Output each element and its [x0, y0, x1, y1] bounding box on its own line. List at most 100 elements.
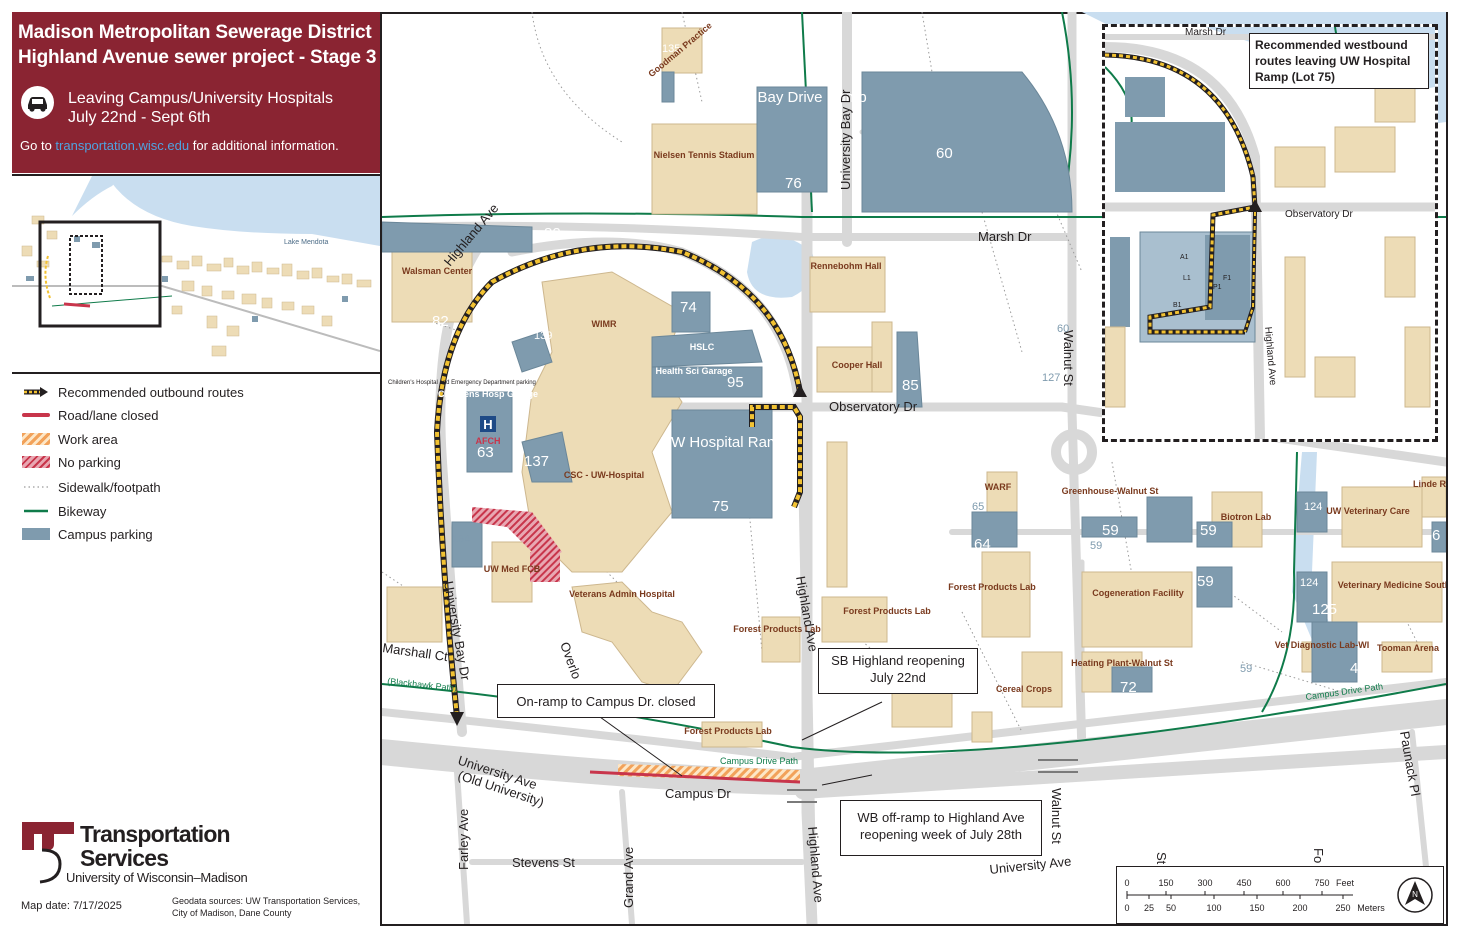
p125-label: 125 — [1312, 601, 1337, 618]
fpl-big-label: Forest Products Lab — [948, 582, 1036, 592]
p139-label: 139 — [534, 330, 552, 342]
level-b1: B1 — [1173, 302, 1182, 309]
callout-wb-offramp: WB off-ramp to Highland Ave reopening we… — [840, 800, 1042, 856]
overlook-label: Overlo — [557, 640, 584, 681]
level-l1: L1 — [1183, 275, 1191, 282]
fpl-south-label: Forest Products Lab — [684, 726, 772, 736]
uwmed-label: UW Med FCB — [484, 564, 541, 574]
no-parking-area-2 — [530, 552, 560, 582]
afch-label: AFCH — [476, 436, 501, 446]
warf-label: WARF — [985, 482, 1012, 492]
p72-label: 72 — [1120, 679, 1137, 696]
left-panel: Madison Metropolitan Sewerage District H… — [12, 12, 382, 926]
ft-tick-0: 0 — [1124, 878, 1129, 888]
childrens-label: Childrens Hosp Garage — [438, 389, 538, 399]
p6-label: 6 — [1432, 527, 1440, 544]
paunack-label: Paunack Pl — [1397, 730, 1423, 797]
p76-label: 76 — [785, 175, 802, 192]
legend-label-road-closed: Road/lane closed — [58, 407, 159, 423]
legend-item-work-area: Work area — [22, 429, 118, 449]
goto-text: Go to transportation.wisc.edu for additi… — [20, 138, 339, 153]
ft-tick-5: 750 — [1314, 878, 1329, 888]
univ-bay-ramp-label: Univ Bay Drive Ramp — [723, 89, 866, 106]
csc-label: CSC - UW-Hospital — [564, 470, 644, 480]
st-label: St — [1154, 852, 1169, 865]
m-tick-3: 100 — [1206, 903, 1221, 913]
callout-onramp: On-ramp to Campus Dr. closed — [497, 684, 715, 718]
walsman-label: Walsman Center — [402, 266, 473, 276]
legend-label-work-area: Work area — [58, 431, 118, 447]
campus-path-label: Campus Drive Path — [720, 756, 798, 766]
legend-item-no-parking: No parking — [22, 452, 121, 472]
m-tick-5: 200 — [1292, 903, 1307, 913]
health-sci-label: Health Sci Garage — [655, 366, 732, 376]
no-parking-area — [472, 507, 562, 562]
ft-tick-2: 300 — [1197, 878, 1212, 888]
stevens-st-label: Stevens St — [512, 855, 575, 870]
work-area-swatch — [22, 433, 50, 445]
geodata-sources: Geodata sources: UW Transportation Servi… — [172, 895, 382, 919]
bikeway-swatch — [22, 505, 50, 517]
no-parking-swatch — [22, 456, 50, 468]
blackhawk-label: (Blackhawk Path) — [387, 676, 458, 693]
scale-bar: 0 150 300 450 600 750 Feet 0 25 50 100 1… — [1116, 866, 1444, 924]
m-tick-6: 250 — [1335, 903, 1350, 913]
childrens-note: Children's Hospital and Emergency Depart… — [388, 380, 536, 386]
walnut-n-label: Walnut St — [1061, 330, 1076, 386]
inset-title: Recommended westbound routes leaving UW … — [1249, 33, 1429, 89]
legend-label-route: Recommended outbound routes — [58, 384, 244, 400]
ramp-labels: Univ Bay Drive Ramp UW Hospital Ramp — [660, 89, 866, 451]
callout-leaders — [599, 701, 1078, 803]
level-p1: P1 — [1213, 284, 1222, 291]
road-closed-line — [589, 770, 801, 784]
legend-label-no-parking: No parking — [58, 454, 121, 470]
nielsen-label: Nielsen Tennis Stadium — [654, 150, 755, 160]
univ-bay-dr-s-label: University Bay Dr — [441, 580, 473, 682]
logo-line-1: Transportation — [80, 821, 231, 847]
greenhouse-label: Greenhouse-Walnut St — [1062, 486, 1159, 496]
map-canvas: 60 76 82 82 74 95 75 63 137 85 64 59 59 … — [382, 12, 1446, 924]
legend-item-bikeway: Bikeway — [22, 501, 106, 521]
parking-number-labels: 60 76 82 82 74 95 75 63 137 85 64 59 59 … — [432, 145, 1440, 677]
transportation-link[interactable]: transportation.wisc.edu — [55, 138, 190, 153]
campus-dr-label: Campus Dr — [665, 786, 731, 801]
biotron-label: Biotron Lab — [1221, 512, 1272, 522]
p74-label: 74 — [680, 299, 697, 316]
level-f1: F1 — [1223, 275, 1231, 282]
header-title: Madison Metropolitan Sewerage District H… — [18, 20, 376, 70]
cooper-label: Cooper Hall — [832, 360, 883, 370]
univ-ave-east-label: University Ave — [989, 853, 1072, 877]
p4-label: 4 — [1350, 660, 1358, 677]
m-unit: Meters — [1357, 903, 1385, 913]
marsh-dr-label: Marsh Dr — [978, 229, 1032, 244]
inset-highland-label: Highland Ave — [1262, 326, 1278, 386]
legend-item-route: Recommended outbound routes — [22, 382, 244, 402]
pond-water — [747, 236, 815, 298]
leaving-text: Leaving Campus/University Hospitals July… — [68, 89, 333, 127]
car-icon — [21, 86, 54, 119]
locator-map: Lake Mendota — [12, 174, 380, 374]
callout-sb-line-1: SB Highland reopening — [831, 653, 965, 668]
recommended-route — [433, 243, 807, 726]
p135-label: 135 — [662, 43, 680, 55]
map-date: Map date: 7/17/2025 — [21, 900, 122, 912]
cogen-label: Cogeneration Facility — [1092, 588, 1184, 598]
fpl-mid-label: Forest Products Lab — [843, 606, 931, 616]
p85-label: 85 — [902, 377, 919, 394]
callout-wb-line-1: WB off-ramp to Highland Ave — [857, 810, 1025, 825]
va-label: Veterans Admin Hospital — [569, 589, 675, 599]
ft-tick-1: 150 — [1158, 878, 1173, 888]
main-map[interactable]: 60 76 82 82 74 95 75 63 137 85 64 59 59 … — [382, 12, 1446, 924]
p60-label: 60 — [936, 145, 953, 162]
legend-label-parking: Campus parking — [58, 526, 153, 542]
inset-level-labels: A1 L1 B1 F1 P1 — [1173, 254, 1231, 309]
farley-label: Farley Ave — [456, 809, 471, 870]
m-tick-0: 0 — [1124, 903, 1129, 913]
lake-mendota-label: Lake Mendota — [284, 239, 328, 246]
transportation-services-logo: Transportation Services University of Wi… — [20, 820, 250, 886]
p124a-label: 124 — [1304, 501, 1322, 513]
north-label: N — [1412, 890, 1418, 899]
inset-map: A1 L1 B1 F1 P1 Marsh Dr Observatory Dr H… — [1102, 24, 1438, 442]
inset-marsh-label: Marsh Dr — [1185, 27, 1227, 38]
observatory-dr-label: Observatory Dr — [829, 399, 918, 414]
